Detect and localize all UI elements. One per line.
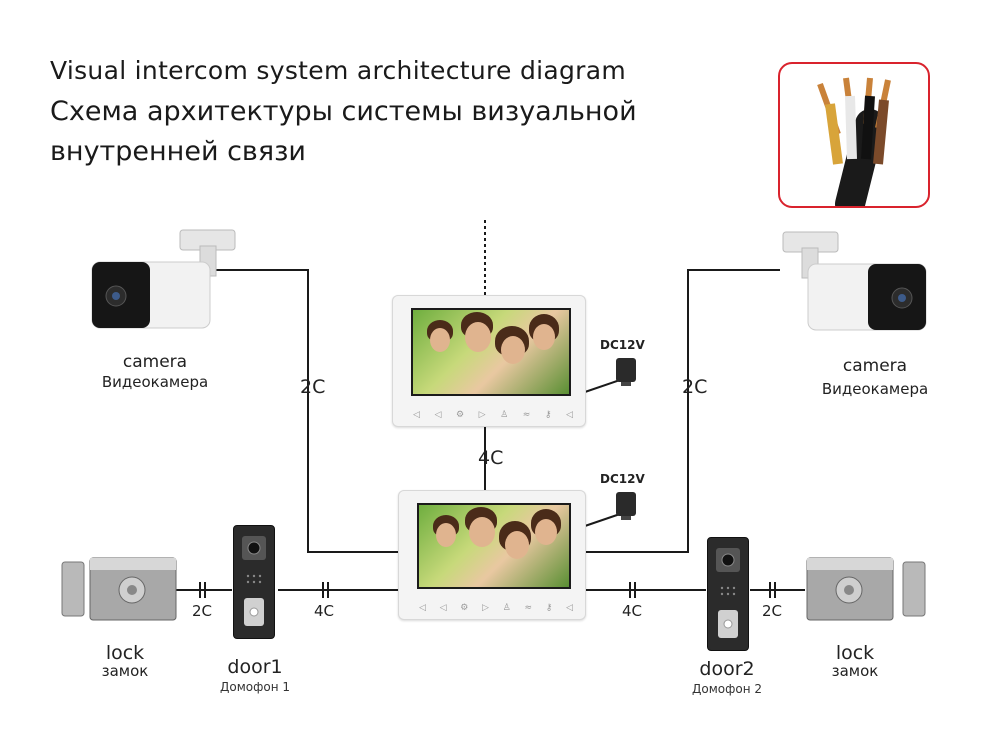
title-english: Visual intercom system architecture diag… bbox=[50, 56, 627, 85]
door2-label-ru: Домофон 2 bbox=[691, 682, 762, 696]
power-adapter-bottom-icon bbox=[612, 490, 640, 520]
title-russian: Схема архитектуры системы визуальной вну… bbox=[50, 96, 637, 167]
lock-right-icon bbox=[805, 556, 929, 622]
lock-right-label: lock bbox=[835, 642, 875, 664]
camera-left-label: camera bbox=[122, 352, 188, 372]
door2-icon bbox=[707, 537, 749, 651]
button-6[interactable]: ⚷ bbox=[544, 410, 552, 420]
door2-label: door2 bbox=[699, 658, 755, 680]
button-1[interactable]: ◁ bbox=[439, 603, 447, 613]
lock-left-label-ru: замок bbox=[101, 662, 149, 680]
monitor-bottom: ◁ ◁ ⚙ ▷ ♙ ≈ ⚷ ◁ bbox=[398, 490, 586, 620]
lock-left-icon bbox=[60, 556, 178, 622]
monitor-top-buttons: ◁ ◁ ⚙ ▷ ♙ ≈ ⚷ ◁ bbox=[413, 410, 573, 420]
door1-label-ru: Домофон 1 bbox=[219, 680, 290, 694]
button-4[interactable]: ♙ bbox=[500, 410, 509, 420]
wire-label-lock-right: 2C bbox=[762, 602, 783, 620]
button-5[interactable]: ≈ bbox=[522, 410, 531, 420]
monitor-bottom-screen bbox=[417, 503, 571, 589]
button-3[interactable]: ▷ bbox=[482, 603, 489, 613]
camera-right-icon bbox=[780, 228, 930, 338]
door1-icon bbox=[233, 525, 275, 639]
button-5[interactable]: ≈ bbox=[524, 603, 532, 613]
wire-label-cam-right: 2C bbox=[682, 376, 708, 398]
power-label-top: DC12V bbox=[600, 338, 645, 352]
button-0[interactable]: ◁ bbox=[419, 603, 426, 613]
lock-left-label: lock bbox=[105, 642, 145, 664]
button-2[interactable]: ⚙ bbox=[460, 603, 469, 613]
lock-right-label-ru: замок bbox=[831, 662, 879, 680]
button-7[interactable]: ◁ bbox=[566, 410, 573, 420]
button-3[interactable]: ▷ bbox=[478, 410, 486, 420]
camera-right-label-ru: Видеокамера bbox=[821, 380, 929, 398]
camera-right-label: camera bbox=[842, 356, 908, 376]
button-7[interactable]: ◁ bbox=[565, 603, 573, 613]
monitor-top: ◁ ◁ ⚙ ▷ ♙ ≈ ⚷ ◁ bbox=[392, 295, 586, 427]
button-1[interactable]: ◁ bbox=[434, 410, 442, 420]
door1-label: door1 bbox=[227, 656, 283, 678]
camera-left-label-ru: Видеокамера bbox=[101, 373, 209, 391]
wire-label-cam-left: 2C bbox=[300, 376, 326, 398]
button-0[interactable]: ◁ bbox=[413, 410, 420, 420]
camera-left-icon bbox=[88, 226, 238, 336]
button-4[interactable]: ♙ bbox=[502, 603, 511, 613]
wire-label-door2: 4C bbox=[622, 602, 643, 620]
wire-label-door1: 4C bbox=[314, 602, 335, 620]
power-label-bottom: DC12V bbox=[600, 472, 645, 486]
wire-label-monitors: 4C bbox=[478, 447, 504, 469]
cable-image bbox=[778, 62, 930, 208]
power-adapter-top-icon bbox=[612, 356, 640, 386]
monitor-top-screen bbox=[411, 308, 571, 396]
button-6[interactable]: ⚷ bbox=[545, 603, 553, 613]
button-2[interactable]: ⚙ bbox=[455, 410, 465, 420]
wire-label-lock-left: 2C bbox=[192, 602, 213, 620]
monitor-bottom-buttons: ◁ ◁ ⚙ ▷ ♙ ≈ ⚷ ◁ bbox=[419, 603, 573, 613]
